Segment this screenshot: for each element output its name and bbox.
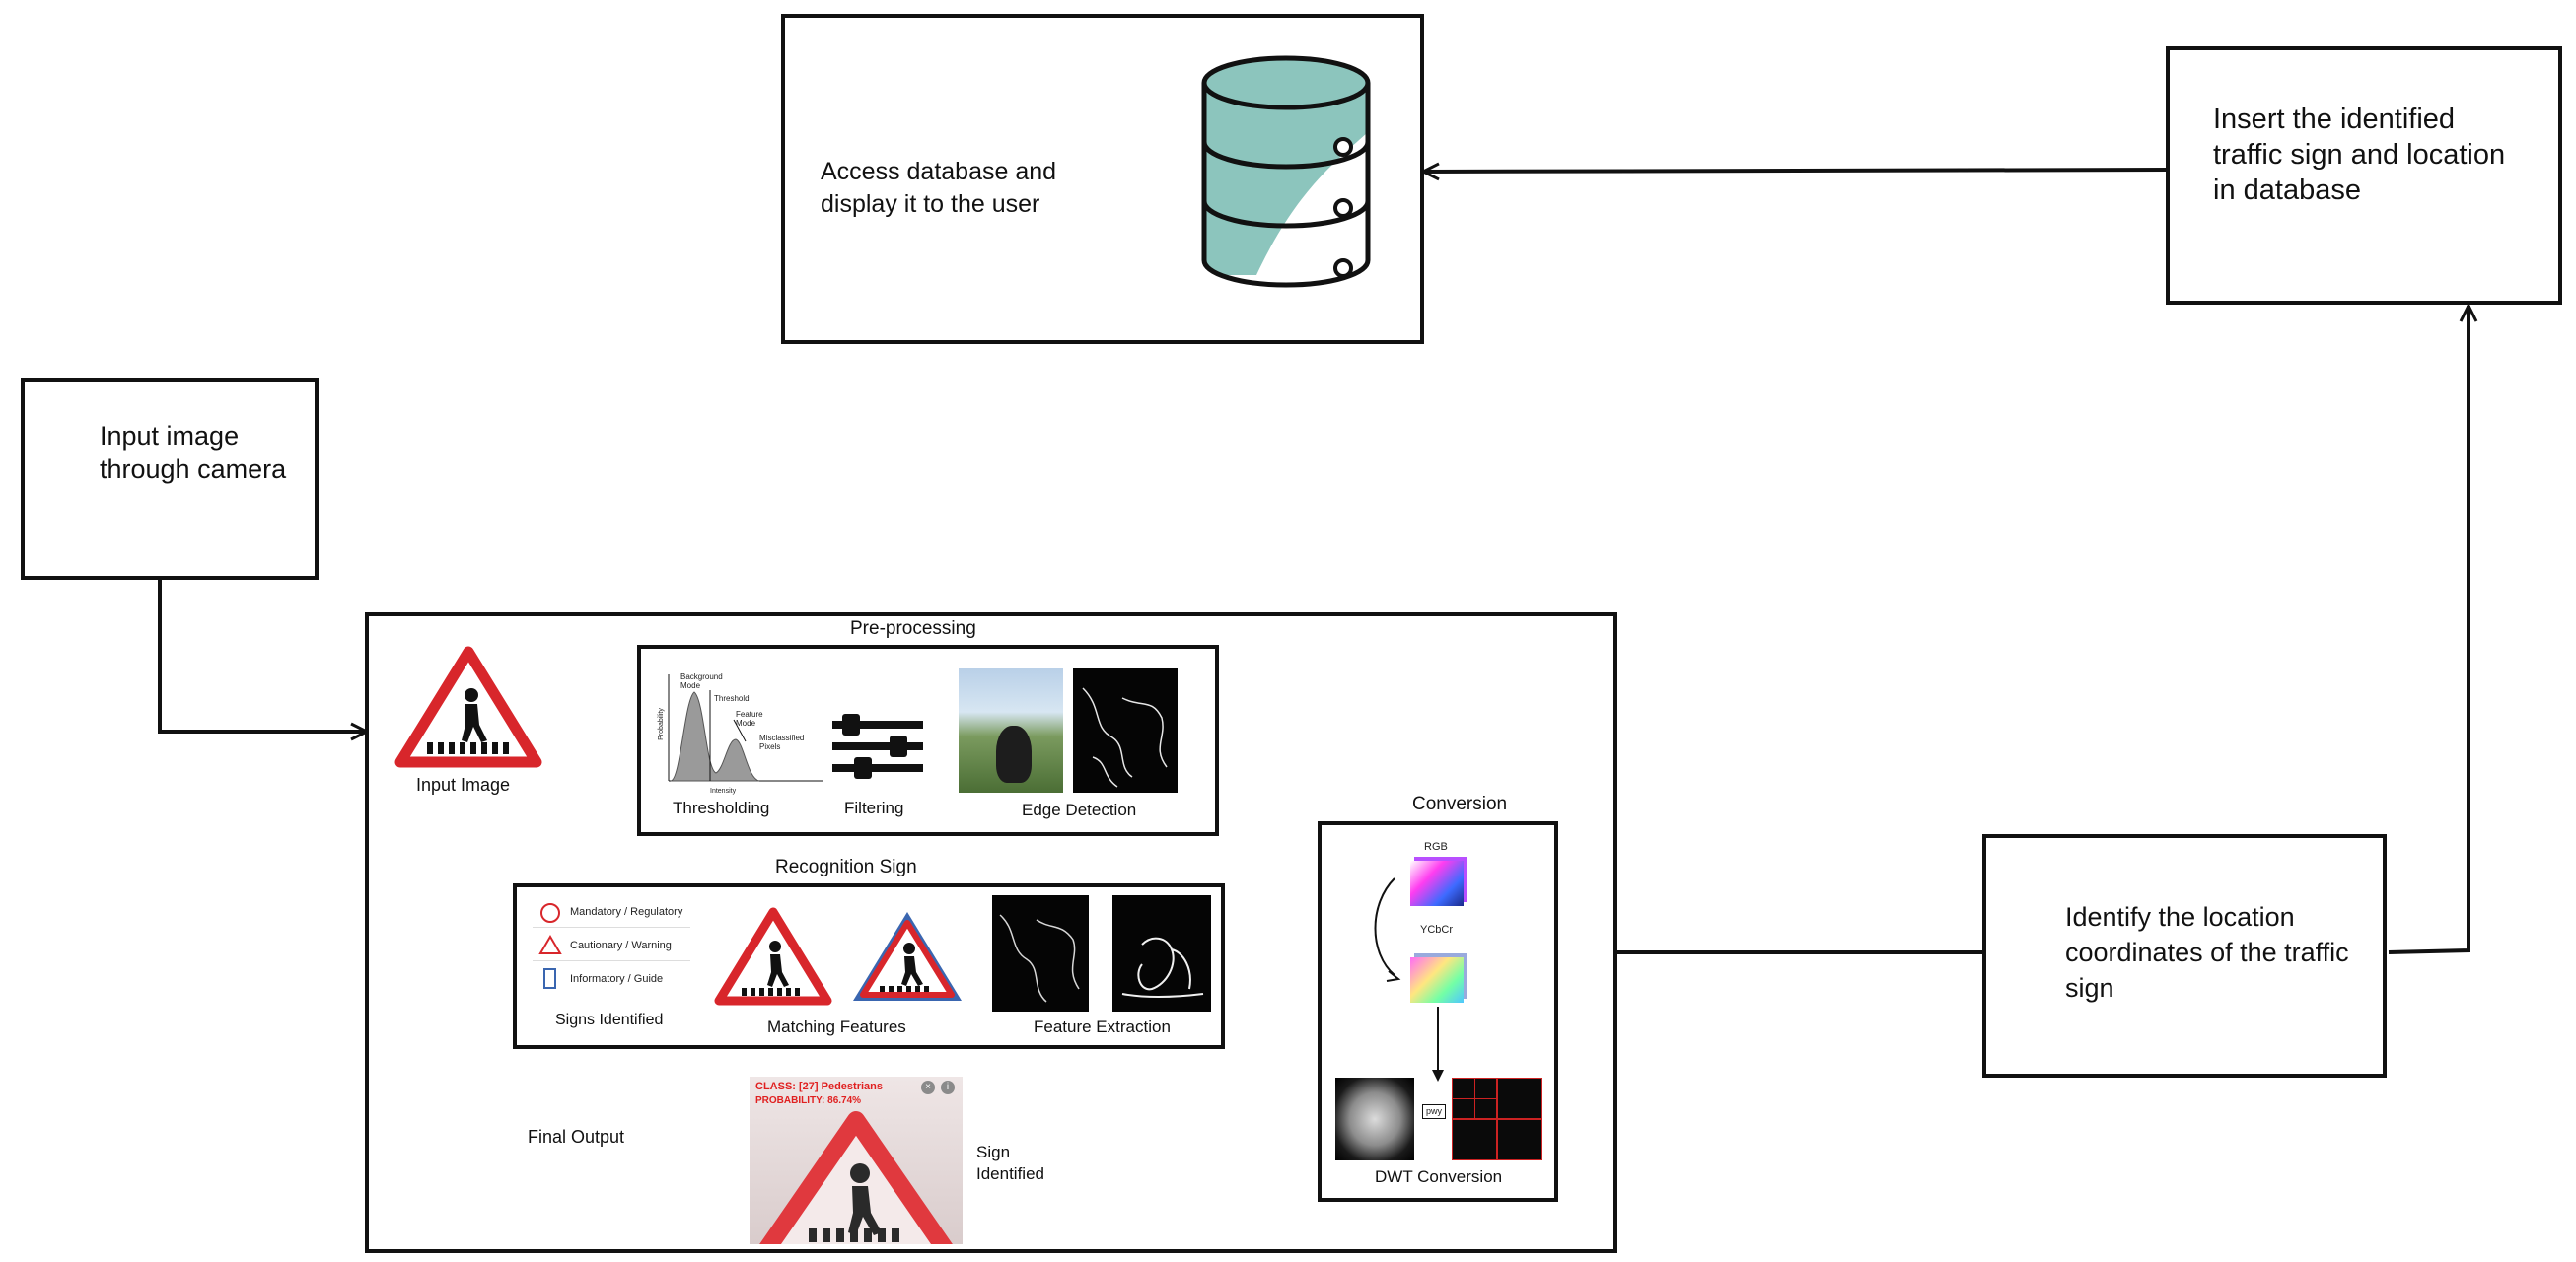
threshold-histogram bbox=[668, 674, 823, 782]
ycbcr-cube-icon bbox=[1410, 957, 1464, 1003]
database-box: Access database and display it to the us… bbox=[781, 14, 1424, 344]
preprocessing-panel: Background Mode Threshold Feature Mode M… bbox=[637, 645, 1219, 836]
matching-red-sign-icon bbox=[714, 907, 832, 1006]
cat-silhouette bbox=[996, 726, 1032, 783]
preprocessing-title: Pre-processing bbox=[850, 618, 976, 639]
input-camera-box-text: Input image through camera bbox=[100, 421, 287, 484]
feature-extraction-label: Feature Extraction bbox=[1034, 1017, 1171, 1036]
identify-location-box: Identify the location coordinates of the… bbox=[1982, 834, 2387, 1078]
matching-blue-sign-icon bbox=[853, 912, 962, 1001]
input-warning-sign-icon bbox=[394, 646, 542, 768]
legend-item-cautionary: Cautionary / Warning bbox=[533, 931, 690, 961]
recognition-title: Recognition Sign bbox=[775, 857, 917, 877]
red-triangle-icon bbox=[538, 935, 562, 954]
hist-feature-mode: Feature Mode bbox=[736, 710, 763, 728]
feature-extraction-image-1 bbox=[992, 895, 1089, 1012]
output-class-text: CLASS: [27] Pedestrians bbox=[755, 1081, 883, 1092]
recognition-panel: Mandatory / Regulatory Cautionary / Warn… bbox=[513, 883, 1225, 1049]
rgb-label: RGB bbox=[1424, 841, 1448, 853]
blue-rectangle-icon bbox=[543, 968, 556, 989]
final-output-label: Final Output bbox=[528, 1127, 625, 1147]
thresholding-label: Thresholding bbox=[673, 799, 770, 817]
arrow-input-to-pipeline bbox=[158, 580, 367, 732]
brain-mri-image bbox=[1335, 1078, 1414, 1160]
legend-item-informatory: Informatory / Guide bbox=[533, 964, 690, 994]
output-probability-text: PROBABILITY: 86.74% bbox=[755, 1095, 862, 1106]
dwt-arrow-label: pwy bbox=[1422, 1104, 1447, 1119]
matching-features-label: Matching Features bbox=[767, 1017, 906, 1036]
conversion-title: Conversion bbox=[1412, 794, 1508, 814]
rgb-cube-icon bbox=[1410, 861, 1464, 906]
hist-probability: Probability bbox=[657, 708, 665, 740]
filtering-sliders-icon bbox=[832, 714, 923, 779]
ycbcr-label: YCbCr bbox=[1420, 924, 1454, 936]
rgb-to-ycbcr-arrow bbox=[1374, 877, 1401, 982]
edge-detection-label: Edge Detection bbox=[1022, 801, 1137, 819]
ycbcr-to-dwt-arrow bbox=[1432, 1007, 1444, 1082]
database-icon bbox=[1201, 55, 1371, 288]
edge-detection-output bbox=[1073, 668, 1178, 793]
legend-item-mandatory: Mandatory / Regulatory bbox=[533, 897, 690, 928]
feature-extraction-image-2 bbox=[1112, 895, 1211, 1012]
output-close-icon[interactable]: × bbox=[921, 1081, 935, 1094]
arrow-identify-to-insert bbox=[2388, 306, 2469, 954]
identify-location-box-text: Identify the location coordinates of the… bbox=[2065, 902, 2349, 1003]
database-box-text: Access database and display it to the us… bbox=[821, 158, 1057, 218]
insert-box-text: Insert the identified traffic sign and l… bbox=[2213, 104, 2506, 206]
dwt-conversion-label: DWT Conversion bbox=[1375, 1167, 1503, 1186]
arrow-insert-to-database bbox=[1423, 170, 2169, 172]
hist-intensity: Intensity bbox=[710, 788, 737, 795]
input-camera-box: Input image through camera bbox=[21, 378, 319, 580]
output-info-icon[interactable]: i bbox=[941, 1081, 955, 1094]
input-image-label: Input Image bbox=[416, 775, 511, 795]
signs-identified-label: Signs Identified bbox=[555, 1012, 664, 1028]
red-circle-icon bbox=[540, 903, 560, 923]
sign-legend: Mandatory / Regulatory Cautionary / Warn… bbox=[533, 895, 690, 994]
output-warning-sign-icon bbox=[759, 1111, 953, 1244]
edge-detection-photo bbox=[959, 668, 1063, 793]
final-output-screen: CLASS: [27] Pedestrians PROBABILITY: 86.… bbox=[750, 1077, 963, 1244]
dwt-output-image bbox=[1452, 1078, 1542, 1160]
sign-identified-label: Sign Identified bbox=[976, 1143, 1044, 1183]
hist-misclassified: Misclassified Pixels bbox=[759, 734, 805, 751]
insert-box: Insert the identified traffic sign and l… bbox=[2166, 46, 2562, 305]
filtering-label: Filtering bbox=[844, 799, 904, 817]
hist-threshold: Threshold bbox=[714, 694, 750, 703]
conversion-panel: RGB YCbCr pwy bbox=[1318, 821, 1558, 1202]
hist-background-mode: Background Mode bbox=[680, 672, 723, 690]
